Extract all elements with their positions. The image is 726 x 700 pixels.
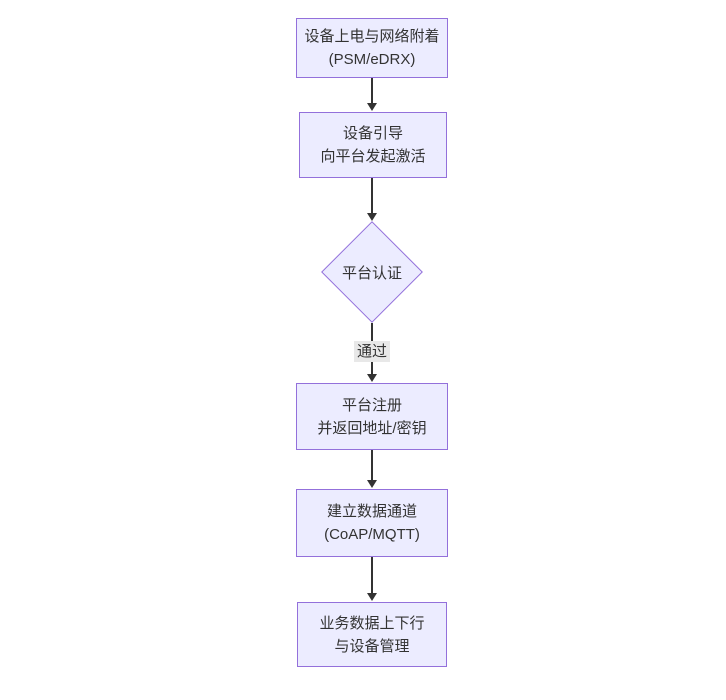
arrow-down-icon <box>367 213 377 221</box>
node-text-line: (PSM/eDRX) <box>328 51 416 68</box>
node-text-line: 设备上电与网络附着 <box>304 28 440 45</box>
node-text-line: 向平台发起激活 <box>320 148 426 165</box>
flow-node-data-channel: 建立数据通道 (CoAP/MQTT) <box>296 489 448 557</box>
node-text-line: 平台认证 <box>341 264 402 282</box>
arrow-down-icon <box>367 103 377 111</box>
node-text-line: 平台注册 <box>341 396 402 414</box>
node-text-line: 建立数据通道 <box>326 503 417 520</box>
arrow-down-icon <box>367 374 377 382</box>
flow-node-device-bootstrap: 设备引导 向平台发起激活 <box>299 112 447 178</box>
node-text-line: (CoAP/MQTT) <box>324 526 420 543</box>
flow-node-business-data: 业务数据上下行 与设备管理 <box>297 602 447 667</box>
edge-line <box>371 78 373 106</box>
node-text-line: 设备引导 <box>342 125 403 142</box>
node-text-line: 业务数据上下行 <box>319 614 425 632</box>
arrow-down-icon <box>367 593 377 601</box>
flow-node-platform-register: 平台注册 并返回地址/密钥 <box>296 383 448 450</box>
node-text-line: 并返回地址/密钥 <box>317 419 427 437</box>
flow-node-platform-auth: 平台认证 <box>321 221 423 323</box>
edge-label: 通过 <box>353 341 391 362</box>
edge-line <box>371 450 373 483</box>
edge-line <box>371 178 373 216</box>
edge-line <box>371 557 373 596</box>
node-text-line: 与设备管理 <box>334 637 410 655</box>
flow-node-device-power-attach: 设备上电与网络附着 (PSM/eDRX) <box>296 18 448 78</box>
arrow-down-icon <box>367 480 377 488</box>
